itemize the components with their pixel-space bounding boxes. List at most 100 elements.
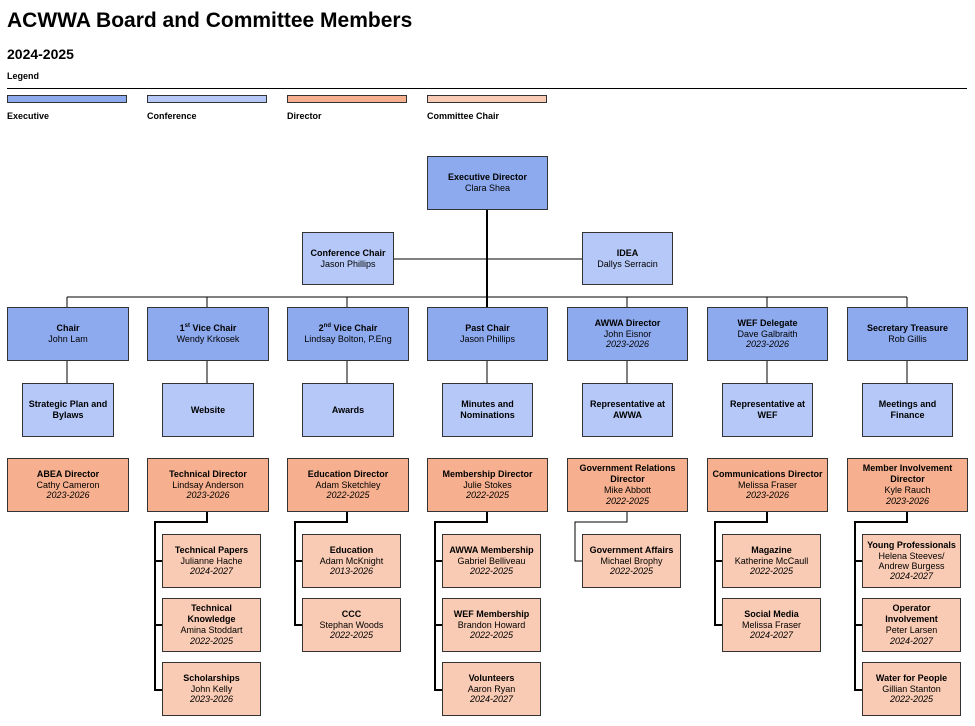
node-person: Adam McKnight	[319, 555, 384, 566]
node-title: Minutes and Nominations	[460, 399, 515, 420]
node-term: 2023-2026	[745, 490, 790, 501]
node-education: Education Adam McKnight 2013-2026	[302, 534, 401, 588]
legend-swatch-director	[287, 95, 407, 103]
node-term: 2023-2026	[46, 490, 90, 501]
node-person: Kyle Rauch	[884, 485, 931, 495]
node-wef-membership: WEF Membership Brandon Howard 2022-2025	[442, 598, 541, 652]
node-conference-chair: Conference Chair Jason Phillips	[302, 232, 394, 285]
page-title: ACWWA Board and Committee Members	[7, 9, 413, 32]
node-person: Wendy Krkosek	[176, 334, 240, 344]
node-term: 2024-2027	[749, 630, 794, 641]
node-term: 2022-2025	[469, 566, 514, 577]
node-term: 2023-2026	[605, 339, 650, 350]
node-strategic-plan-bylaws: Strategic Plan and Bylaws	[22, 383, 114, 437]
legend-label-conference: Conference	[147, 111, 197, 121]
node-executive-director: Executive Director Clara Shea	[427, 156, 548, 210]
node-title: Water for People	[875, 672, 948, 683]
node-title: Conference Chair	[310, 247, 386, 258]
node-1st-vice-chair: 1st Vice Chair Wendy Krkosek	[147, 307, 269, 361]
node-past-chair: Past Chair Jason Phillips	[427, 307, 548, 361]
node-term: 2013-2026	[329, 566, 374, 577]
node-member-involvement-director: Member Involvement Director Kyle Rauch 2…	[847, 458, 968, 512]
node-website: Website	[162, 383, 254, 437]
node-term: 2023-2026	[189, 694, 234, 705]
node-person: Julie Stokes	[463, 479, 512, 490]
node-title: Representative at AWWA	[589, 399, 666, 420]
node-title: ABEA Director	[36, 468, 100, 479]
node-title: Meetings and Finance	[878, 399, 937, 420]
node-minutes-nominations: Minutes and Nominations	[442, 383, 533, 437]
node-education-director: Education Director Adam Sketchley 2022-2…	[287, 458, 409, 512]
node-person: John Eisnor	[603, 328, 652, 339]
node-term: 2022-2025	[889, 694, 934, 705]
node-water-for-people: Water for People Gillian Stanton 2022-20…	[862, 662, 961, 716]
node-person: Amina Stoddart	[180, 625, 243, 635]
node-technical-papers: Technical Papers Julianne Hache 2024-202…	[162, 534, 261, 588]
node-awwa-membership: AWWA Membership Gabriel Belliveau 2022-2…	[442, 534, 541, 588]
node-awards: Awards	[302, 383, 394, 437]
node-title: Website	[190, 404, 226, 415]
node-person: John Lam	[48, 334, 88, 344]
node-title: Government Relations Director	[579, 463, 676, 485]
node-person: Stephan Woods	[319, 619, 384, 630]
node-title: AWWA Membership	[449, 544, 534, 555]
legend-swatch-executive	[7, 95, 127, 103]
node-title: IDEA	[616, 247, 639, 258]
node-young-professionals: Young Professionals Helena Steeves/ Andr…	[862, 534, 961, 588]
node-chair: Chair John Lam	[7, 307, 129, 361]
legend-swatch-committee-chair	[427, 95, 547, 103]
node-person: Melissa Fraser	[741, 619, 801, 630]
node-awwa-director: AWWA Director John Eisnor 2023-2026	[567, 307, 688, 361]
node-person: Jason Phillips	[320, 258, 376, 269]
node-term: 2022-2025	[189, 635, 234, 646]
page-subtitle: 2024-2025	[7, 46, 74, 62]
node-title: Technical Knowledge	[187, 603, 236, 625]
node-title: Awards	[331, 404, 365, 415]
node-government-affairs: Government Affairs Michael Brophy 2022-2…	[582, 534, 681, 588]
legend-label-director: Director	[287, 111, 322, 121]
node-person: Dave Galbraith	[737, 328, 798, 339]
legend-title: Legend	[7, 71, 40, 81]
node-title: Magazine	[751, 544, 792, 555]
node-government-relations-director: Government Relations Director Mike Abbot…	[567, 458, 688, 512]
node-technical-knowledge: Technical Knowledge Amina Stoddart 2022-…	[162, 598, 261, 652]
node-title: Young Professionals	[867, 540, 956, 551]
node-title: 2nd Vice Chair	[318, 323, 378, 334]
node-title: WEF Membership	[453, 608, 530, 619]
node-term: 2022-2025	[605, 495, 650, 506]
node-title: Social Media	[744, 608, 799, 619]
node-person: Gillian Stanton	[882, 683, 941, 694]
node-term: 2024-2027	[189, 566, 234, 577]
node-title: Education	[329, 544, 374, 555]
node-person: Clara Shea	[464, 183, 511, 193]
node-ccc: CCC Stephan Woods 2022-2025	[302, 598, 401, 652]
node-title: Education Director	[307, 468, 389, 479]
node-term: 2022-2025	[465, 490, 510, 501]
node-title: Technical Director	[169, 468, 247, 479]
node-person: Adam Sketchley	[315, 479, 381, 490]
node-title: Technical Papers	[174, 544, 249, 555]
node-person: Lindsay Bolton, P.Eng	[304, 334, 392, 344]
node-term: 2022-2025	[326, 490, 370, 501]
node-term: 2022-2025	[469, 630, 514, 641]
node-person: Peter Larsen	[885, 625, 938, 635]
node-person: Brandon Howard	[457, 619, 526, 630]
node-person: Lindsay Anderson	[172, 479, 244, 490]
node-volunteers: Volunteers Aaron Ryan 2024-2027	[442, 662, 541, 716]
node-title: Past Chair	[465, 323, 510, 334]
node-title: Scholarships	[183, 672, 240, 683]
node-term: 2022-2025	[329, 630, 374, 641]
node-person: Mike Abbott	[603, 485, 652, 495]
node-communications-director: Communications Director Melissa Fraser 2…	[707, 458, 828, 512]
header-divider	[7, 88, 967, 89]
node-social-media: Social Media Melissa Fraser 2024-2027	[722, 598, 821, 652]
node-title: 1st Vice Chair	[179, 323, 237, 334]
node-membership-director: Membership Director Julie Stokes 2022-20…	[427, 458, 548, 512]
node-title: Representative at WEF	[729, 399, 806, 420]
node-person: John Kelly	[190, 683, 233, 694]
node-person: Aaron Ryan	[467, 683, 516, 694]
node-title: AWWA Director	[594, 317, 661, 328]
node-title: Membership Director	[442, 468, 533, 479]
legend-label-executive: Executive	[7, 111, 50, 121]
